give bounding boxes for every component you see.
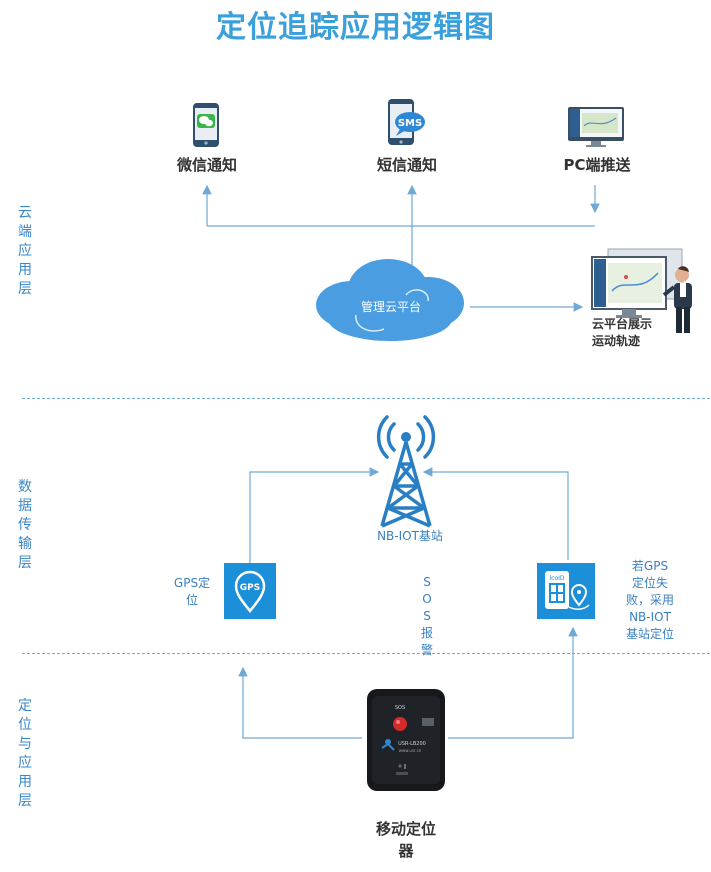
page-title: 定位追踪应用逻辑图 <box>216 10 495 45</box>
device-model-text: USR-LB200 <box>398 741 426 747</box>
lbs-fallback-label: 若GPS定位失败，采用NB-IOT基站定位 <box>626 559 675 641</box>
wechat-phone-icon <box>188 102 224 148</box>
tracker-device-label: 移动定位器 <box>375 820 436 860</box>
sms-phone-icon: SMS <box>382 98 428 148</box>
gps-icon-text: GPS <box>240 583 260 593</box>
wechat-notify-label: 微信通知 <box>176 156 237 174</box>
nbiot-tower-label: NB-IOT基站 <box>377 529 443 543</box>
sms-icon-text: SMS <box>398 118 422 129</box>
layer-label-cloud: 云端应用层 <box>18 205 32 297</box>
cell-location-icon: lcoID <box>537 563 595 619</box>
sos-alarm-label: SOS报警 <box>420 575 433 657</box>
pc-monitor-icon <box>566 106 626 148</box>
nbiot-tower-icon <box>372 412 440 530</box>
tracker-device-icon: SOS USR-LB200 www.usr.cn <box>366 688 446 792</box>
pc-push-label: PC端推送 <box>563 156 631 174</box>
device-url-text: www.usr.cn <box>399 748 422 753</box>
cloud-display-label: 云平台展示 运动轨迹 <box>592 316 676 350</box>
cloud-display-icon <box>590 247 700 335</box>
cell-location-icon-text: lcoID <box>549 575 564 582</box>
gps-locate-label: GPS定位 <box>173 576 211 607</box>
sms-notify-label: 短信通知 <box>376 156 437 174</box>
cloud-display-line2: 运动轨迹 <box>592 334 641 348</box>
cloud-display-line1: 云平台展示 <box>592 317 653 331</box>
layer-divider-top <box>22 398 710 399</box>
cloud-platform-icon <box>310 255 472 345</box>
device-sos-text: SOS <box>395 705 405 711</box>
gps-icon: GPS <box>224 563 276 619</box>
layer-label-positioning: 定位与应用层 <box>18 698 32 809</box>
layer-divider-bottom <box>22 653 710 654</box>
cloud-platform-label: 管理云平台 <box>360 300 421 314</box>
layer-label-transport: 数据传输层 <box>18 479 32 571</box>
